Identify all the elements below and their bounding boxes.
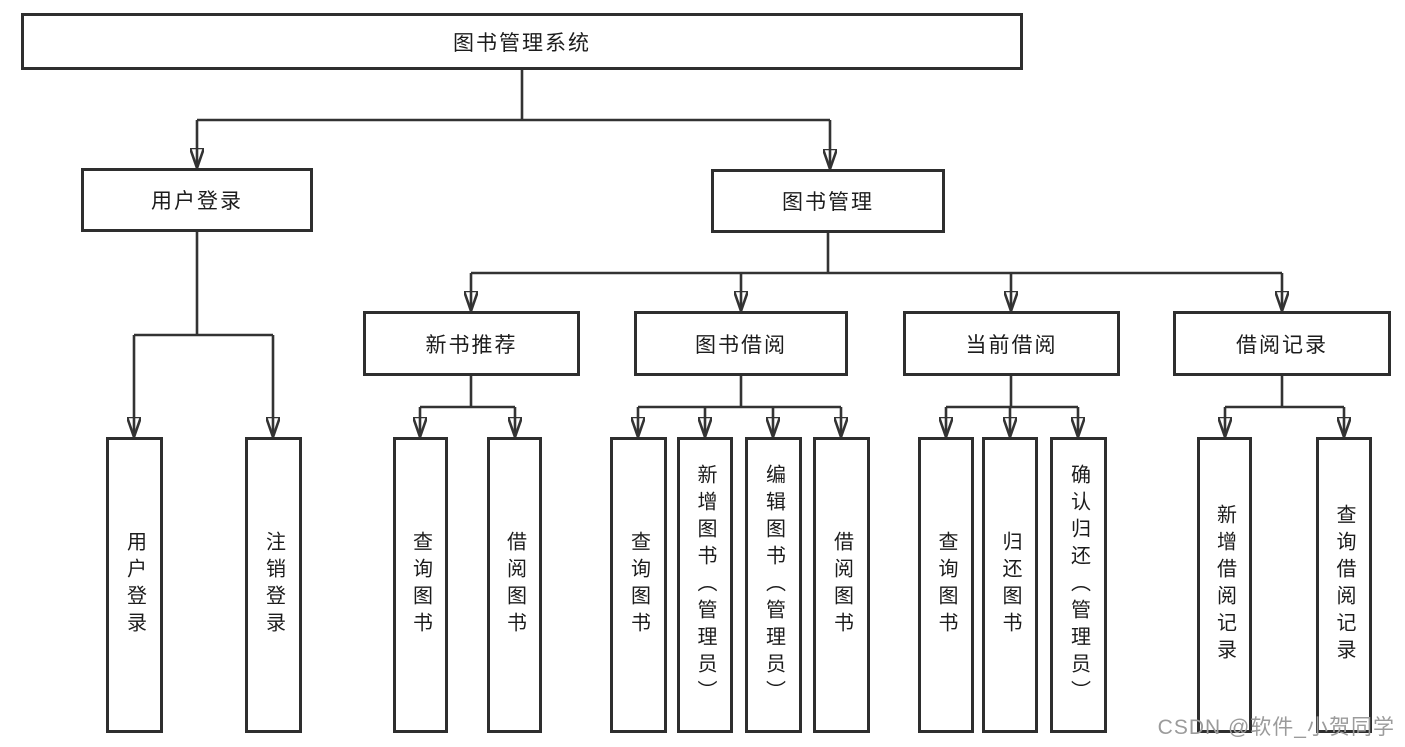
- leaf-bb-add-books-admin-label: 新增图书（管理员）: [694, 463, 716, 707]
- leaf-cb-confirm-return-admin-label: 确认归还（管理员）: [1067, 463, 1090, 707]
- node-current-borrow: 当前借阅: [903, 311, 1120, 376]
- leaf-br-query-record-label: 查询借阅记录: [1333, 504, 1355, 666]
- leaf-bb-borrow-books: 借阅图书: [813, 437, 870, 733]
- leaf-user-login: 用户登录: [106, 437, 163, 733]
- leaf-logout-label: 注销登录: [262, 531, 285, 639]
- node-book-management: 图书管理: [711, 169, 945, 233]
- leaf-br-query-record: 查询借阅记录: [1316, 437, 1372, 733]
- leaf-bb-add-books-admin: 新增图书（管理员）: [677, 437, 733, 733]
- node-borrow-records: 借阅记录: [1173, 311, 1391, 376]
- leaf-nb-query-books: 查询图书: [393, 437, 448, 733]
- node-root-library-system: 图书管理系统: [21, 13, 1023, 70]
- leaf-bb-query-books: 查询图书: [610, 437, 667, 733]
- leaf-cb-query-books: 查询图书: [918, 437, 974, 733]
- leaf-bb-borrow-books-label: 借阅图书: [830, 531, 853, 639]
- leaf-cb-return-books: 归还图书: [982, 437, 1038, 733]
- watermark: CSDN @软件_小贺同学: [1157, 716, 1395, 739]
- leaf-br-add-record: 新增借阅记录: [1197, 437, 1252, 733]
- leaf-nb-query-books-label: 查询图书: [409, 531, 432, 639]
- leaf-br-add-record-label: 新增借阅记录: [1213, 504, 1236, 666]
- leaf-user-login-label: 用户登录: [123, 531, 146, 639]
- node-new-book-recommend: 新书推荐: [363, 311, 580, 376]
- leaf-cb-query-books-label: 查询图书: [935, 531, 957, 639]
- leaf-bb-edit-books-admin-label: 编辑图书（管理员）: [762, 463, 785, 707]
- leaf-cb-return-books-label: 归还图书: [999, 531, 1021, 639]
- node-user-login: 用户登录: [81, 168, 313, 232]
- leaf-nb-borrow-books-label: 借阅图书: [503, 531, 526, 639]
- leaf-nb-borrow-books: 借阅图书: [487, 437, 542, 733]
- leaf-logout: 注销登录: [245, 437, 302, 733]
- leaf-bb-query-books-label: 查询图书: [627, 531, 650, 639]
- leaf-bb-edit-books-admin: 编辑图书（管理员）: [745, 437, 802, 733]
- node-book-borrow: 图书借阅: [634, 311, 848, 376]
- leaf-cb-confirm-return-admin: 确认归还（管理员）: [1050, 437, 1107, 733]
